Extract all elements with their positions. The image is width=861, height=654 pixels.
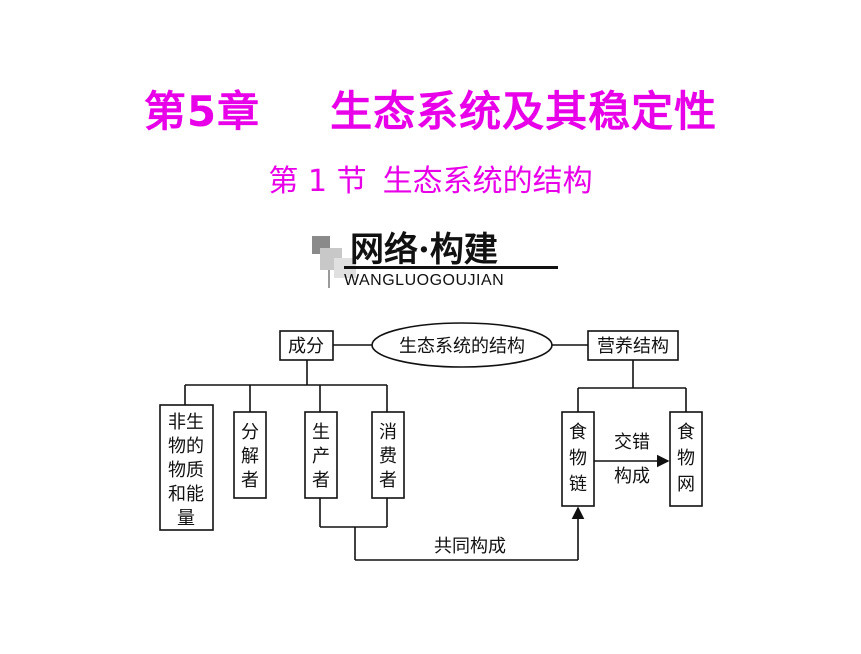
trophic-structure-label: 营养结构 [597, 336, 669, 357]
together-label: 共同构成 [434, 536, 506, 557]
chapter-name: 生态系统及其稳定性 [330, 87, 718, 136]
food-chain-char: 食 [569, 422, 587, 443]
chapter-title: 第5章 生态系统及其稳定性 [0, 78, 861, 139]
banner: 网络·构建 WANGLUOGOUJIAN [312, 222, 558, 292]
decomposer-char: 分 [241, 422, 259, 443]
food-chain-char: 物 [569, 448, 587, 469]
food-chain-label: 食 物 链 [569, 422, 587, 495]
banner-rule [344, 266, 558, 269]
chapter-label: 第5章 [143, 87, 261, 136]
banner-title: 网络·构建 [350, 230, 498, 270]
producer-box [304, 411, 338, 499]
center-label: 生态系统的结构 [399, 336, 525, 357]
nonliving-line: 非生 [168, 412, 204, 433]
producer-char: 产 [312, 446, 330, 467]
section-label: 第 1 节 [268, 164, 367, 199]
food-web-label: 食 物 网 [677, 422, 695, 495]
food-chain-box [561, 411, 595, 507]
section-name: 生态系统的结构 [382, 164, 593, 199]
interweave-label-bottom: 构成 [614, 466, 650, 487]
consumer-label: 消 费 者 [379, 422, 397, 491]
decomposer-char: 解 [241, 446, 259, 467]
decomposer-box [233, 411, 267, 499]
food-web-box [669, 411, 703, 507]
nonliving-label: 非生 物的 物质 和能 量 [168, 412, 204, 529]
nonliving-line: 物的 [168, 436, 204, 457]
consumer-char: 者 [379, 470, 397, 491]
food-web-char: 食 [677, 422, 695, 443]
decomposer-label: 分 解 者 [241, 422, 259, 491]
consumer-box [371, 411, 405, 499]
consumer-char: 消 [379, 422, 397, 443]
food-chain-char: 链 [569, 474, 587, 495]
consumer-char: 费 [379, 446, 397, 467]
producer-char: 者 [312, 470, 330, 491]
nonliving-line: 物质 [168, 460, 204, 481]
banner-subtitle: WANGLUOGOUJIAN [344, 272, 505, 289]
producer-char: 生 [312, 422, 330, 443]
food-web-char: 物 [677, 448, 695, 469]
banner-divider [328, 270, 330, 288]
nonliving-line: 和能 [168, 484, 204, 505]
nonliving-box [159, 404, 214, 531]
producer-label: 生 产 者 [312, 422, 330, 491]
interweave-label-top: 交错 [614, 432, 650, 453]
food-web-char: 网 [677, 474, 695, 495]
decomposer-char: 者 [241, 470, 259, 491]
components-label: 成分 [288, 336, 324, 357]
nonliving-line: 量 [177, 508, 195, 529]
section-title: 第 1 节生态系统的结构 [0, 156, 861, 200]
